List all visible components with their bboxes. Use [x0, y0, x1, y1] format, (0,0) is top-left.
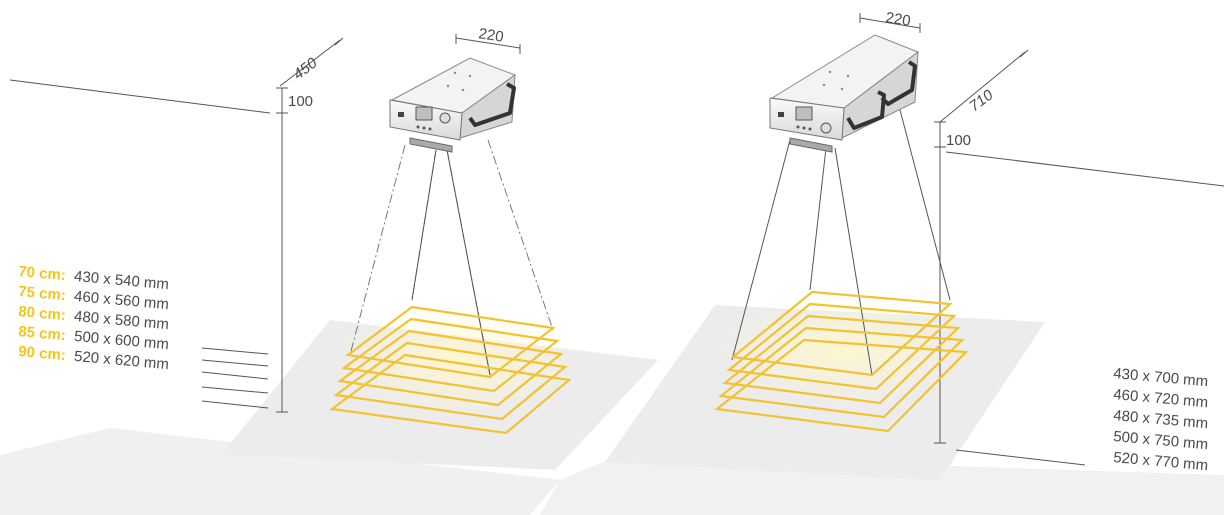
left-device	[389, 57, 517, 153]
right-device-display-icon	[795, 106, 813, 121]
left-device-handle-icon	[468, 82, 516, 127]
left-unit: 220 450 100 70 cm: 430 x 540 mm 75 cm: 4…	[9, 25, 572, 435]
right-light-frames	[714, 290, 969, 433]
right-device-power-icon	[778, 112, 784, 117]
right-size-list: 430 x 700 mm 460 x 720 mm 480 x 735 mm 5…	[1113, 365, 1209, 474]
left-device-display-icon	[415, 106, 433, 121]
background-tile-left	[0, 428, 560, 515]
left-device-power-icon	[398, 112, 404, 117]
left-size-list: 70 cm: 430 x 540 mm 75 cm: 460 x 560 mm …	[18, 263, 170, 373]
right-device	[769, 34, 920, 153]
left-offset-label: 100	[288, 93, 313, 110]
left-device-knob-icon	[439, 112, 451, 124]
right-dimension-lines	[859, 13, 1224, 466]
right-device-knob-icon	[820, 122, 832, 134]
left-width-label: 220	[477, 25, 504, 46]
right-depth-label: 710	[966, 86, 997, 115]
background-tile-right	[540, 455, 1224, 515]
right-device-handle-icon	[880, 60, 917, 106]
left-dimension-lines	[9, 34, 521, 413]
left-light-frames	[329, 305, 572, 435]
right-offset-label: 100	[946, 132, 971, 149]
right-projection-lines	[731, 109, 951, 376]
right-width-label: 220	[884, 9, 911, 30]
right-size-item: 520 x 770 mm	[1113, 449, 1209, 474]
right-device-handle-icon	[846, 90, 886, 130]
light-glow-left	[335, 305, 575, 415]
left-solid-projection	[411, 149, 491, 376]
